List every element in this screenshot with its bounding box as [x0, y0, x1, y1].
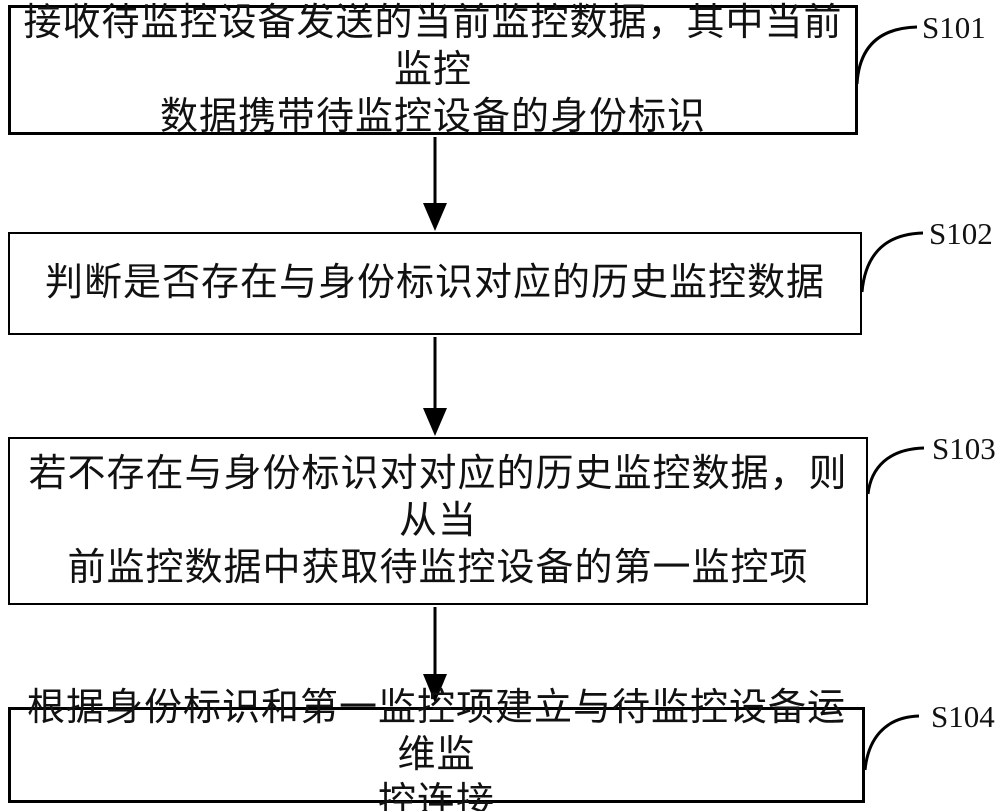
box-text-line: 前监控数据中获取待监控设备的第一监控项: [67, 546, 809, 589]
step-label-s104: S104: [931, 699, 995, 734]
step-box-s103: 若不存在与身份标识对对应的历史监控数据，则从当 前监控数据中获取待监控设备的第一…: [8, 437, 868, 605]
step-text-s102: 判断是否存在与身份标识对应的历史监控数据: [10, 260, 860, 307]
step-label-s101: S101: [922, 10, 986, 45]
step-box-s101: 接收待监控设备发送的当前监控数据，其中当前监控 数据携带待监控设备的身份标识: [8, 2, 858, 138]
leader-line-s103: [866, 446, 925, 495]
box-text-line: 根据身份标识和第一监控项建立与待监控设备运维监: [26, 686, 846, 776]
box-text-line: 接收待监控设备发送的当前监控数据，其中当前监控: [23, 1, 843, 91]
step-label-s102: S102: [929, 216, 993, 251]
step-box-s104: 根据身份标识和第一监控项建立与待监控设备运维监 控连接: [8, 687, 865, 811]
step-text-s103: 若不存在与身份标识对对应的历史监控数据，则从当 前监控数据中获取待监控设备的第一…: [10, 451, 866, 592]
box-text-line: 数据携带待监控设备的身份标识: [159, 95, 706, 138]
leader-line-s101: [855, 25, 918, 85]
box-text-line: 控连接: [377, 780, 495, 811]
leader-line-s104: [863, 714, 920, 771]
step-text-s101: 接收待监控设备发送的当前监控数据，其中当前监控 数据携带待监控设备的身份标识: [11, 0, 855, 141]
box-text-line: 判断是否存在与身份标识对应的历史监控数据: [44, 262, 825, 304]
arrow-head-icon: [423, 408, 447, 436]
connector-arrow-s102-s103: [423, 337, 447, 436]
step-text-s104: 根据身份标识和第一监控项建立与待监控设备运维监 控连接: [11, 685, 862, 811]
arrow-head-icon: [423, 203, 447, 231]
connector-arrow-s101-s102: [423, 137, 447, 231]
step-box-s102: 判断是否存在与身份标识对应的历史监控数据: [8, 232, 862, 335]
step-label-s103: S103: [932, 431, 996, 466]
box-text-line: 若不存在与身份标识对对应的历史监控数据，则从当: [28, 452, 848, 542]
leader-line-s102: [860, 231, 924, 293]
